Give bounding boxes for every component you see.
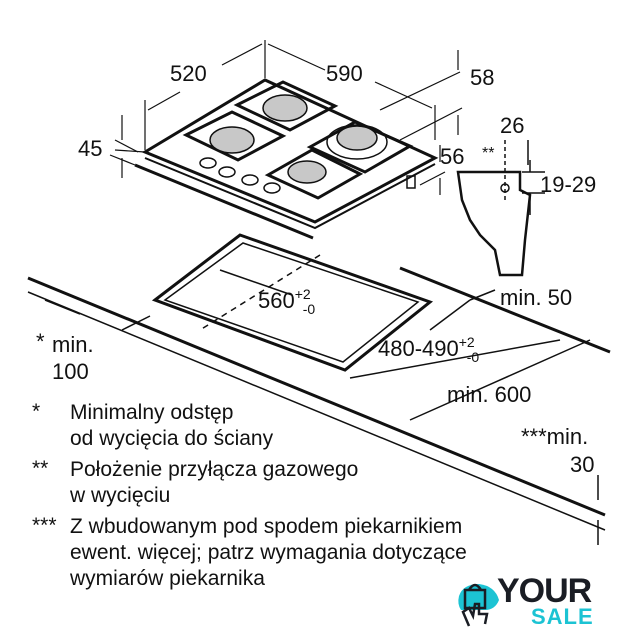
- dim-56: 56: [440, 144, 465, 169]
- note-3-line-2: ewent. więcej; patrz wymagania dotyczące: [70, 541, 467, 564]
- dim-590: 590: [326, 61, 363, 86]
- yoursale-logo: YOUR SALE: [455, 572, 615, 630]
- hob-drawing: [134, 78, 439, 240]
- dim-26: 26: [500, 113, 525, 138]
- note-3-line-3: wymiarów piekarnika: [70, 567, 265, 590]
- cutout-depth-tol-plus: +2: [458, 334, 475, 350]
- cutout-width-tol-minus: -0: [302, 301, 316, 317]
- dim-min-100-value: 100: [52, 359, 89, 384]
- note-3-mark: ***: [32, 514, 57, 537]
- dim-min-30-value: 30: [570, 452, 595, 477]
- dim-min-100-label: min.: [52, 332, 94, 357]
- dim-cutout-depth: 480-490+2-0: [378, 334, 480, 365]
- dim-min-50: min. 50: [500, 285, 573, 310]
- note-2-mark: **: [32, 457, 49, 480]
- cutout-depth-tol-minus: -0: [466, 349, 480, 365]
- dim-58: 58: [470, 65, 495, 90]
- dim-520: 520: [170, 61, 207, 86]
- dim-cutout-width: 560+2-0: [258, 286, 316, 317]
- note-1-line-2: od wycięcia do ściany: [70, 427, 274, 450]
- logo-your: YOUR: [497, 572, 592, 610]
- connector-mark: **: [482, 145, 495, 162]
- dim-min-600: min. 600: [447, 382, 532, 407]
- logo-sale: SALE: [531, 604, 594, 629]
- countertop: [27, 233, 611, 545]
- note-2-line-1: Położenie przyłącza gazowego: [70, 458, 359, 481]
- note-1-mark: *: [32, 400, 41, 423]
- note-2-line-2: w wycięciu: [70, 484, 171, 507]
- shopping-bag-hand-icon: [458, 583, 499, 627]
- cutout-width-value: 560: [258, 288, 295, 313]
- cutout-depth-value: 480-490: [378, 336, 459, 361]
- dim-19-29: 19-29: [540, 172, 597, 197]
- note-1-line-1: Minimalny odstęp: [70, 401, 234, 424]
- cutout-width-tol-plus: +2: [294, 286, 311, 302]
- dim-min-100-mark: *: [36, 329, 45, 354]
- dim-45: 45: [78, 136, 103, 161]
- connector-profile: [456, 140, 545, 277]
- note-3-line-1: Z wbudowanym pod spodem piekarnikiem: [70, 515, 463, 538]
- dimension-lines: [109, 40, 463, 195]
- dim-min-30-label: ***min.: [521, 424, 589, 449]
